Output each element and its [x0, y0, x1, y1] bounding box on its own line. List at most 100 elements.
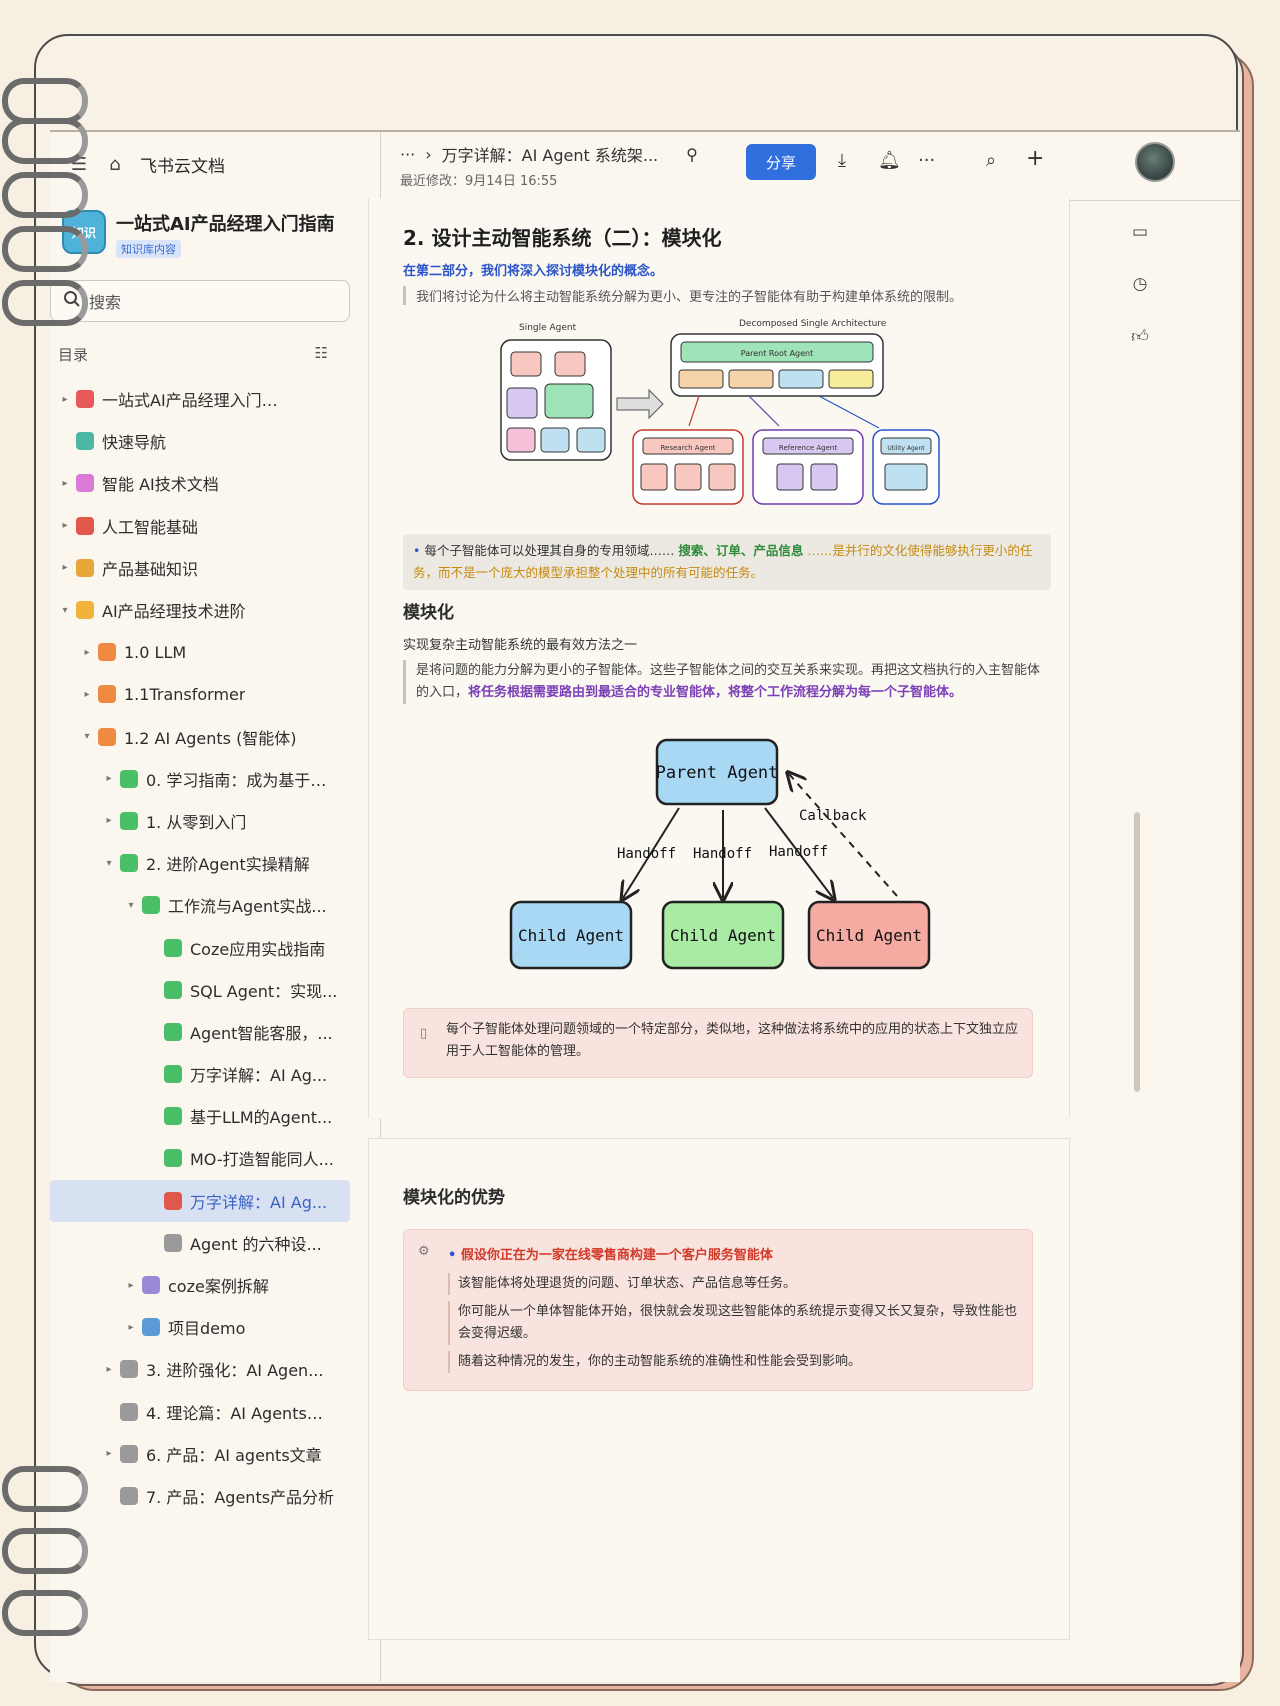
- toc-item-label: 1. 从零到入门: [146, 812, 247, 832]
- toc-item[interactable]: Coze应用实战指南: [50, 926, 350, 968]
- search-input[interactable]: 搜索: [50, 280, 350, 322]
- thumbs-up-icon[interactable]: 👍︎: [1131, 327, 1149, 347]
- toc-item[interactable]: ▾ AI产品经理技术进阶: [50, 589, 350, 631]
- history-icon[interactable]: ◷: [1132, 274, 1148, 294]
- child-a-label: Research Agent: [660, 444, 715, 452]
- search-icon[interactable]: ⌕: [986, 150, 997, 171]
- doc-icon: [76, 390, 94, 409]
- chevron-right-icon[interactable]: ▸: [62, 393, 68, 405]
- child-agent-label: Child Agent: [670, 926, 776, 945]
- callout-red-text: 每个子智能体处理问题领域的一个特定部分，类似地，这种做法将系统中的应用的状态上下…: [446, 1022, 1019, 1059]
- chevron-down-icon[interactable]: ▾: [106, 857, 112, 869]
- toc-item[interactable]: ▸coze案例拆解: [50, 1264, 350, 1306]
- toc-item-label: MO-打造智能同人...: [190, 1150, 334, 1170]
- toc-item-label: 1.1Transformer: [124, 684, 246, 704]
- breadcrumb: ··· › 万字详解：AI Agent 系统架... ⚲: [400, 142, 698, 166]
- toc-item-label: 1.0 LLM: [124, 642, 187, 662]
- home-icon[interactable]: ⌂: [109, 154, 121, 175]
- toc-item[interactable]: MO-打造智能同人...: [50, 1137, 350, 1179]
- callout-red: ▯ 每个子智能体处理问题领域的一个特定部分，类似地，这种做法将系统中的应用的状态…: [403, 1008, 1033, 1078]
- chevron-right-icon[interactable]: ▸: [106, 773, 112, 785]
- bullet-icon: •: [448, 1248, 461, 1263]
- chevron-right-icon[interactable]: ▸: [84, 688, 90, 700]
- chevron-right-icon[interactable]: ▸: [106, 1363, 112, 1375]
- child-agent-label: Child Agent: [518, 926, 624, 945]
- chevron-right-icon[interactable]: ▸: [106, 1448, 112, 1460]
- toc-item-label: 7. 产品：Agents产品分析: [146, 1487, 335, 1507]
- advantages-heading: 模块化的优势: [403, 1188, 505, 1208]
- toc-item[interactable]: ▾工作流与Agent实战...: [50, 884, 350, 926]
- doc-icon: [164, 1107, 182, 1126]
- toc-item[interactable]: ▸ 6. 产品：AI agents文章: [50, 1433, 350, 1475]
- plus-icon[interactable]: +: [1026, 146, 1045, 171]
- toc-item[interactable]: ▾ 1.2 AI Agents (智能体): [50, 716, 350, 758]
- toc-list-icon[interactable]: ☷: [314, 344, 328, 362]
- toc-item[interactable]: Agent智能客服，...: [50, 1011, 350, 1053]
- toc-item-label: 1.2 AI Agents (智能体): [124, 728, 297, 748]
- chevron-right-icon[interactable]: ▸: [128, 1321, 134, 1333]
- toc-item[interactable]: ▸智能 AI技术文档: [50, 462, 350, 504]
- avatar[interactable]: [1135, 142, 1175, 182]
- toc-item[interactable]: ▾ 2. 进阶Agent实操精解: [50, 842, 350, 884]
- toc-item-label: 2. 进阶Agent实操精解: [146, 855, 310, 875]
- chevron-right-icon[interactable]: ▸: [62, 562, 68, 574]
- toc-item-label: 基于LLM的Agent...: [190, 1108, 333, 1128]
- toc-item[interactable]: SQL Agent：实现...: [50, 969, 350, 1011]
- toc-item[interactable]: ▸ 项目demo: [50, 1306, 350, 1348]
- chevron-right-icon[interactable]: ▸: [106, 815, 112, 827]
- parent-agent-label: Parent Agent: [656, 763, 779, 783]
- sidebar: ☰ ⌂ 飞书云文档 知识 一站式AI产品经理入门指南 知识库内容 搜索 目录 ☷…: [50, 132, 381, 1682]
- doc-icon: [120, 769, 138, 788]
- callout-yellow-text-1: 每个子智能体可以处理其自身的专用领域……: [424, 543, 675, 558]
- share-button[interactable]: 分享: [746, 144, 816, 180]
- toc-item[interactable]: ▸产品基础知识: [50, 547, 350, 589]
- modular-quote-a: 是将问题的能力分解为更小的子智能体。这些子智能体之间的交互关系来实现。再把这文档…: [416, 663, 1041, 700]
- callback-label: Callback: [799, 808, 867, 824]
- chevron-down-icon[interactable]: ▾: [84, 731, 90, 743]
- doc-icon: [164, 1149, 182, 1168]
- intro-quote: 我们将讨论为什么将主动智能系统分解为更小、更专注的子智能体有助于构建单体系统的限…: [403, 286, 1046, 305]
- toc-item[interactable]: ▸一站式AI产品经理入门指南: [50, 378, 350, 420]
- toc-item[interactable]: 万字详解：AI Ag...: [50, 1179, 350, 1222]
- chevron-right-icon[interactable]: ▸: [62, 520, 68, 532]
- toc-item-label: Coze应用实战指南: [190, 939, 326, 959]
- toc-item[interactable]: ▸人工智能基础: [50, 505, 350, 547]
- more-icon[interactable]: ···: [918, 150, 936, 171]
- single-agent-title: Single Agent: [519, 323, 577, 333]
- breadcrumb-title[interactable]: 万字详解：AI Agent 系统架...: [441, 146, 659, 165]
- chevron-right-icon[interactable]: ▸: [84, 646, 90, 658]
- toc-item[interactable]: 快速导航: [50, 420, 350, 462]
- breadcrumb-more[interactable]: ···: [400, 144, 416, 164]
- chevron-right-icon[interactable]: ▸: [62, 477, 68, 489]
- toc-item[interactable]: ▸3. 进阶强化：AI Agen...: [50, 1348, 350, 1390]
- toc-item[interactable]: Agent 的六种设...: [50, 1222, 350, 1264]
- toc-item[interactable]: 万字详解：AI Ag...: [50, 1053, 350, 1095]
- chevron-right-icon[interactable]: ▸: [128, 1279, 134, 1291]
- sidebar-top: ☰ ⌂ 飞书云文档: [68, 152, 225, 177]
- comment-icon[interactable]: ▭: [1131, 222, 1149, 242]
- toc-item[interactable]: ▸ 1.0 LLM: [50, 631, 350, 673]
- toc-item[interactable]: ▸ 1. 从零到入门: [50, 800, 350, 842]
- toc-item[interactable]: ▸ 1.1Transformer: [50, 673, 350, 715]
- bell-icon[interactable]: 🔔︎: [878, 150, 901, 171]
- binder-ring: [2, 280, 88, 326]
- callout-yellow: • 每个子智能体可以处理其自身的专用领域…… 搜索、订单、产品信息 ……是并行的…: [403, 534, 1051, 590]
- chevron-down-icon[interactable]: ▾: [62, 604, 68, 616]
- doc-icon: [98, 727, 116, 746]
- doc-title[interactable]: 一站式AI产品经理入门指南: [116, 214, 335, 235]
- toc-item-label: 万字详解：AI Ag...: [190, 1066, 328, 1086]
- toc-item[interactable]: 4. 理论篇：AI Agents理...: [50, 1391, 350, 1433]
- handoff-label: Handoff: [617, 846, 676, 862]
- download-icon[interactable]: ⤓: [838, 150, 846, 171]
- pin-icon[interactable]: ⚲: [686, 144, 698, 164]
- toc-item-label: 项目demo: [168, 1319, 246, 1339]
- toc-item-label: AI产品经理技术进阶: [102, 602, 246, 622]
- toc-item-label: 6. 产品：AI agents文章: [146, 1445, 322, 1465]
- toc-item[interactable]: 7. 产品：Agents产品分析: [50, 1475, 350, 1517]
- toc-item[interactable]: 基于LLM的Agent...: [50, 1095, 350, 1137]
- chevron-down-icon[interactable]: ▾: [128, 899, 134, 911]
- agent-handoff-diagram: Parent Agent Child Agent Child Agent Chi…: [509, 738, 931, 970]
- scrollbar[interactable]: [1134, 812, 1140, 1092]
- toc-item[interactable]: ▸0. 学习指南：成为基于A...: [50, 758, 350, 800]
- home-label[interactable]: 飞书云文档: [140, 157, 225, 177]
